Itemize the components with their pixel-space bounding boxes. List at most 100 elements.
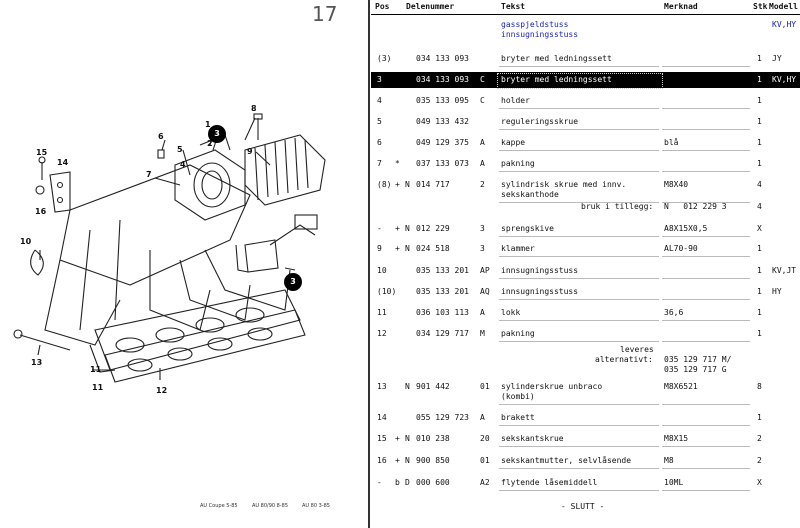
row-qty: 2 [757, 434, 762, 443]
col-header-pos[interactable]: Pos [375, 2, 390, 11]
cell-underline [662, 171, 750, 172]
row-qty: 8 [757, 382, 762, 391]
cell-underline [499, 425, 659, 426]
label-2: 2 [207, 139, 213, 148]
row-part-number: 049 133 432 [416, 117, 469, 126]
table-title-row[interactable]: gasspjeldstuss innsugningsstuss KV,HY [371, 20, 800, 42]
row-qty: 2 [757, 456, 762, 465]
row-text: lokk [501, 308, 521, 317]
col-header-delenummer[interactable]: Delenummer [406, 2, 455, 11]
label-4: 4 [180, 160, 186, 169]
label-10: 11 [92, 383, 104, 392]
cell-underline [662, 150, 750, 151]
row-text: bryter med ledningssett [501, 75, 612, 84]
row-flag: * [395, 159, 400, 168]
row-part-suffix: 01 [480, 382, 490, 391]
cell-underline [499, 341, 659, 342]
row-qty: 1 [757, 54, 762, 63]
row-qty: X [757, 478, 762, 487]
row-qty: 4 [757, 180, 762, 189]
row-qty: 1 [757, 329, 762, 338]
row-part-number: 010 238 [416, 434, 450, 443]
row-text: pakning [501, 159, 535, 168]
row-flag: + [395, 244, 400, 253]
row-part-suffix: A2 [480, 478, 490, 487]
row-text: holder [501, 96, 530, 105]
row-qty: 1 [757, 117, 762, 126]
label-11-top: 10 [20, 237, 32, 246]
cell-underline [499, 320, 659, 321]
label-6: 6 [158, 132, 164, 141]
row-note: 36,6 [664, 308, 684, 317]
row-part-number: 014 717 [416, 180, 450, 189]
cell-underline [499, 468, 659, 469]
row-part-number: 037 133 073 [416, 159, 469, 168]
bruk-i-tillegg-value: N 012 229 3 [664, 202, 727, 211]
col-header-merknad[interactable]: Merknad [664, 2, 698, 11]
col-header-tekst[interactable]: Tekst [501, 2, 526, 11]
row-pos: (10) [377, 287, 397, 296]
row-part-suffix: C [480, 96, 485, 105]
row-part-number: 024 518 [416, 244, 450, 253]
col-header-stk[interactable]: Stk [753, 2, 768, 11]
row-pos: 12 [377, 329, 387, 338]
row-model: HY [772, 287, 782, 296]
row-n: N [405, 244, 410, 253]
col-header-modell[interactable]: Modell [769, 2, 798, 11]
cell-underline [499, 299, 659, 300]
pane-divider[interactable] [368, 0, 370, 528]
row-part-suffix: AQ [480, 287, 490, 296]
row-n: N [405, 456, 410, 465]
row-qty: 1 [757, 159, 762, 168]
cell-underline [499, 236, 659, 237]
row-text: sylindrisk skrue med innv. [501, 180, 627, 189]
row-pos: 6 [377, 138, 382, 147]
header-divider [371, 14, 800, 15]
row-text: innsugningsstuss [501, 266, 579, 275]
cell-underline [662, 341, 750, 342]
label-15: 15 [36, 148, 48, 157]
row-part-number: 034 133 093 [416, 54, 469, 63]
row-qty: 1 [757, 266, 762, 275]
bruk-i-tillegg-qty: 4 [757, 202, 762, 211]
row-qty: 1 [757, 413, 762, 422]
label-14: 14 [57, 158, 69, 167]
label-11-bottom: 11 [90, 365, 102, 374]
row-pos: 9 [377, 244, 382, 253]
row-pos: 11 [377, 308, 387, 317]
label-12: 12 [156, 386, 168, 395]
row-pos: 3 [377, 75, 382, 84]
cell-underline [662, 129, 750, 130]
row-text-line-2: sekskanthode [501, 190, 559, 199]
alternativt-value-1: 035 129 717 M/ [664, 355, 732, 364]
row-n: N [405, 224, 410, 233]
row-pos: 10 [377, 266, 387, 275]
row-model: KV,JT [772, 266, 797, 275]
row-part-number: 900 850 [416, 456, 450, 465]
row-note: A8X15X0,5 [664, 224, 708, 233]
row-pos: - [377, 224, 382, 233]
cell-underline [662, 256, 750, 257]
label-13: 13 [31, 358, 43, 367]
leveres-label: leveres [620, 345, 654, 354]
row-flag: + [395, 224, 400, 233]
row-text: pakning [501, 329, 535, 338]
